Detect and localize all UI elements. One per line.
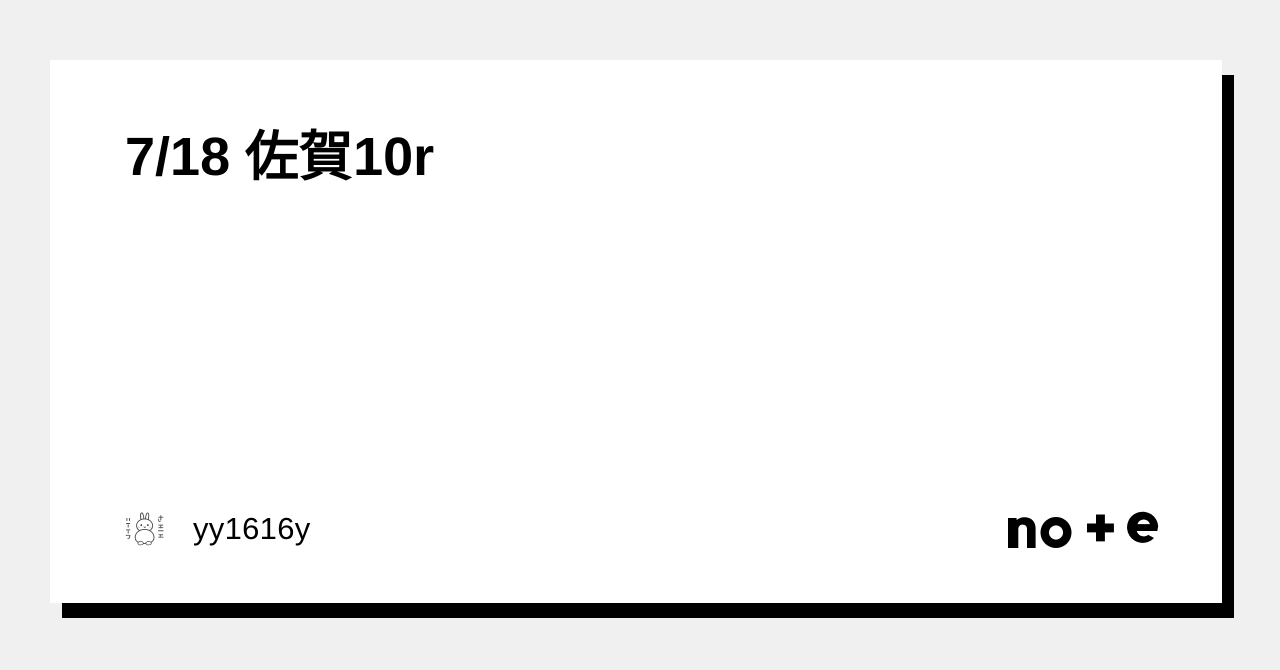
page-title: 7/18 佐賀10r [125, 127, 435, 187]
share-card: 7/18 佐賀10r [50, 60, 1234, 618]
card-footer: yy1616y [50, 453, 1222, 603]
author-block: yy1616y [122, 505, 311, 551]
note-logo-icon [1008, 508, 1170, 548]
card-surface: 7/18 佐賀10r [50, 60, 1222, 603]
author-name: yy1616y [193, 510, 311, 546]
rabbit-avatar-icon [122, 505, 168, 551]
